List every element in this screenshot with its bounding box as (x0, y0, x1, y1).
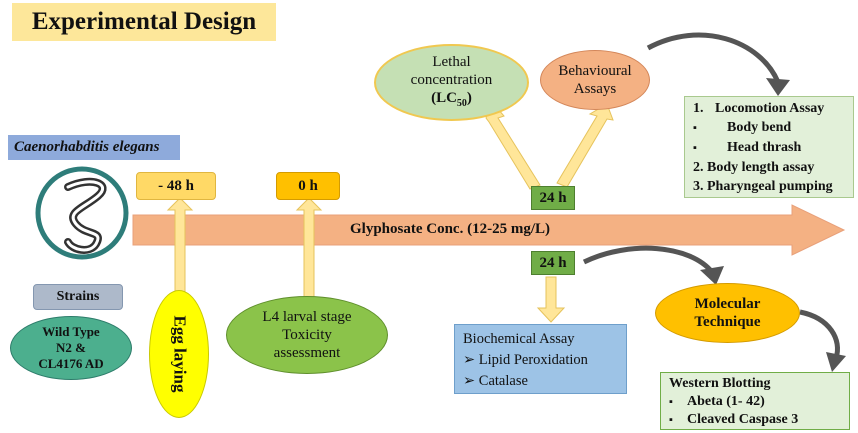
time-zero-box: 0 h (276, 172, 340, 200)
biochemical-box: Biochemical Assay ➢ Lipid Peroxidation ➢… (454, 324, 627, 394)
biochemical-down-arrow (536, 276, 566, 323)
strains-detail-oval: Wild Type N2 & CL4176 AD (10, 316, 132, 380)
strains-detail-line: Wild Type (42, 324, 100, 339)
square-bullet-icon: ▪ (669, 414, 673, 426)
western-item: ▪Cleaved Caspase 3 (669, 412, 799, 427)
western-blotting-box: Western Blotting ▪Abeta (1- 42) ▪Cleaved… (660, 372, 850, 430)
egg-laying-up-arrow (166, 197, 194, 296)
behavioural-line: Behavioural (558, 63, 632, 79)
molecular-curved-arrowhead (700, 266, 724, 285)
lethal-line2: concentration (410, 71, 493, 88)
l4-line: Toxicity (282, 327, 332, 343)
lethal-line1: Lethal (432, 53, 471, 70)
arrow-bullet-icon: ➢ (463, 373, 479, 389)
behavioural-curved-arrowhead (766, 78, 790, 96)
biochemical-item: ➢ Lipid Peroxidation (463, 352, 588, 368)
molecular-oval: Molecular Technique (655, 283, 800, 343)
lethal-lc-subscript: 50 (456, 97, 467, 109)
biochemical-title: Biochemical Assay (463, 331, 575, 347)
behaviour-list-item: 3. Pharyngeal pumping (693, 179, 833, 194)
time-minus48-label: - 48 h (158, 177, 194, 194)
behaviour-list-item: ▪Head thrash (693, 140, 802, 155)
behaviour-list-box: 1.Locomotion Assay ▪Body bend ▪Head thra… (684, 96, 854, 198)
western-curved-arrow (799, 309, 840, 359)
time-minus48-box: - 48 h (136, 172, 216, 200)
behavioural-curved-arrow (646, 32, 781, 84)
behavioural-up-arrow (556, 103, 614, 188)
molecular-line: Molecular (694, 296, 761, 312)
lethal-lc-prefix: (LC (431, 89, 457, 106)
behaviour-list-item: ▪Body bend (693, 120, 792, 135)
behavioural-line: Assays (573, 81, 617, 97)
l4-line: L4 larval stage (262, 309, 352, 325)
strains-detail-line: N2 & (56, 340, 86, 355)
time-24h-upper-label: 24 h (539, 189, 567, 206)
lethal-up-arrow (485, 101, 541, 190)
lethal-concentration-oval: Lethal concentration (LC50) (374, 44, 529, 121)
time-24h-lower-label: 24 h (539, 254, 567, 271)
strains-box: Strains (33, 284, 123, 310)
time-24h-lower-box: 24 h (531, 251, 575, 275)
behaviour-list-item: 2. Body length assay (693, 160, 815, 175)
time-24h-upper-box: 24 h (531, 186, 575, 210)
molecular-line: Technique (694, 314, 761, 330)
arrow-bullet-icon: ➢ (463, 352, 479, 368)
timeline-arrow-label: Glyphosate Conc. (12-25 mg/L) (350, 221, 550, 237)
biochemical-item: ➢ Catalase (463, 373, 528, 389)
lethal-lc-suffix: ) (466, 89, 472, 106)
western-item: ▪Abeta (1- 42) (669, 394, 765, 409)
organism-label: Caenorhabditis elegans (8, 135, 180, 160)
behavioural-oval: Behavioural Assays (540, 50, 650, 110)
square-bullet-icon: ▪ (669, 396, 673, 408)
l4-line: assessment (273, 345, 341, 361)
molecular-curved-arrow (582, 245, 714, 274)
western-title: Western Blotting (669, 376, 771, 391)
strains-detail-line: CL4176 AD (38, 356, 104, 371)
worm-icon (35, 166, 129, 260)
strains-label: Strains (56, 289, 100, 304)
western-curved-arrowhead (826, 352, 846, 372)
egg-laying-oval: Egg laying (149, 290, 209, 418)
lethal-line3: (LC50) (431, 89, 472, 113)
l4-oval: L4 larval stage Toxicity assessment (226, 296, 388, 374)
time-zero-label: 0 h (298, 177, 318, 194)
behaviour-list-item: 1.Locomotion Assay (693, 101, 825, 116)
egg-laying-label: Egg laying (170, 315, 189, 393)
l4-up-arrow (295, 197, 323, 306)
page-title: Experimental Design (12, 3, 276, 41)
